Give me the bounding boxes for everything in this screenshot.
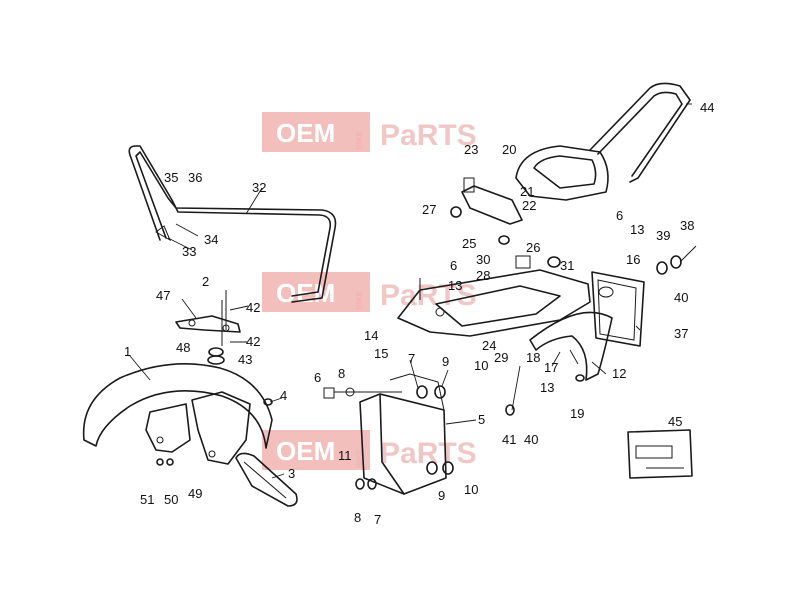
callout-34: 34 [204, 232, 218, 247]
part-main-tray[interactable] [397, 269, 591, 337]
callout-51: 51 [140, 492, 154, 507]
callout-40: 40 [674, 290, 688, 305]
callout-7: 7 [374, 512, 381, 527]
callout-38: 38 [680, 218, 694, 233]
callout-4: 4 [280, 388, 287, 403]
callout-labels: 1 2 3 4 5 6 6 6 7 7 8 8 9 9 10 10 11 12 … [124, 100, 714, 527]
callout-15: 15 [374, 346, 388, 361]
callout-23: 23 [464, 142, 478, 157]
callout-29: 29 [494, 350, 508, 365]
callout-45: 45 [668, 414, 682, 429]
callout-16: 16 [626, 252, 640, 267]
part-handle-bar[interactable] [128, 145, 337, 303]
callout-26: 26 [526, 240, 540, 255]
watermark-bike-text: BIKE [355, 448, 364, 468]
watermark-bike-text: BIKE [355, 130, 364, 150]
callout-2: 2 [202, 274, 209, 289]
callout-42: 42 [246, 300, 260, 315]
part-spacers[interactable] [207, 300, 225, 365]
callout-22: 22 [522, 198, 536, 213]
callout-8: 8 [354, 510, 361, 525]
callout-17: 17 [544, 360, 558, 375]
callout-47: 47 [156, 288, 170, 303]
callout-30: 30 [476, 252, 490, 267]
callout-40: 40 [524, 432, 538, 447]
part-license-plate-holder[interactable] [591, 271, 645, 347]
part-grab-rail[interactable] [589, 82, 691, 183]
callout-32: 32 [252, 180, 266, 195]
part-bracket-23[interactable] [461, 177, 523, 225]
callout-7: 7 [408, 351, 415, 366]
callout-9: 9 [438, 488, 445, 503]
callout-33: 33 [182, 244, 196, 259]
watermark-parts-text: PaRTS [380, 119, 477, 152]
part-license-box[interactable] [359, 373, 447, 495]
callout-9: 9 [442, 354, 449, 369]
part-rear-mudguard[interactable] [529, 311, 613, 381]
callout-42: 42 [246, 334, 260, 349]
callout-6: 6 [616, 208, 623, 223]
callout-20: 20 [502, 142, 516, 157]
watermark-parts-text: PaRTS [380, 279, 477, 312]
watermark-oem-text: OEM [276, 118, 335, 148]
callout-13: 13 [630, 222, 644, 237]
callout-39: 39 [656, 228, 670, 243]
watermark-oem-text: OEM [276, 436, 335, 466]
callout-11: 11 [338, 448, 352, 463]
callout-13: 13 [448, 278, 462, 293]
watermark-top: OEM BIKE PaRTS [262, 112, 477, 152]
callout-8: 8 [338, 366, 345, 381]
callout-41: 41 [502, 432, 516, 447]
callout-43: 43 [238, 352, 252, 367]
watermark-oem-text: OEM [276, 278, 335, 308]
callout-44: 44 [700, 100, 714, 115]
callout-5: 5 [478, 412, 485, 427]
callout-25: 25 [462, 236, 476, 251]
part-decal[interactable] [627, 429, 693, 479]
callout-6: 6 [314, 370, 321, 385]
callout-19: 19 [570, 406, 584, 421]
callout-31: 31 [560, 258, 574, 273]
callout-1: 1 [124, 344, 131, 359]
hardware-fasteners[interactable] [156, 206, 697, 490]
part-bracket-47[interactable] [175, 315, 241, 333]
leader-lines [129, 103, 692, 479]
callout-24: 24 [482, 338, 496, 353]
callout-10: 10 [464, 482, 478, 497]
callout-35: 35 [164, 170, 178, 185]
part-front-mudguard[interactable] [82, 362, 273, 465]
callout-6: 6 [450, 258, 457, 273]
callout-37: 37 [674, 326, 688, 341]
callout-18: 18 [526, 350, 540, 365]
callout-49: 49 [188, 486, 202, 501]
watermark-bike-text: BIKE [355, 290, 364, 310]
callout-27: 27 [422, 202, 436, 217]
callout-21: 21 [520, 184, 534, 199]
watermark-bottom: OEM BIKE PaRTS [262, 430, 477, 470]
callout-10: 10 [474, 358, 488, 373]
callout-13: 13 [540, 380, 554, 395]
callout-50: 50 [164, 492, 178, 507]
callout-36: 36 [188, 170, 202, 185]
part-reflector[interactable] [235, 452, 298, 507]
callout-14: 14 [364, 328, 378, 343]
callout-28: 28 [476, 268, 490, 283]
callout-48: 48 [176, 340, 190, 355]
watermark-middle: OEM BIKE PaRTS [262, 272, 477, 312]
callout-12: 12 [612, 366, 626, 381]
callout-3: 3 [288, 466, 295, 481]
